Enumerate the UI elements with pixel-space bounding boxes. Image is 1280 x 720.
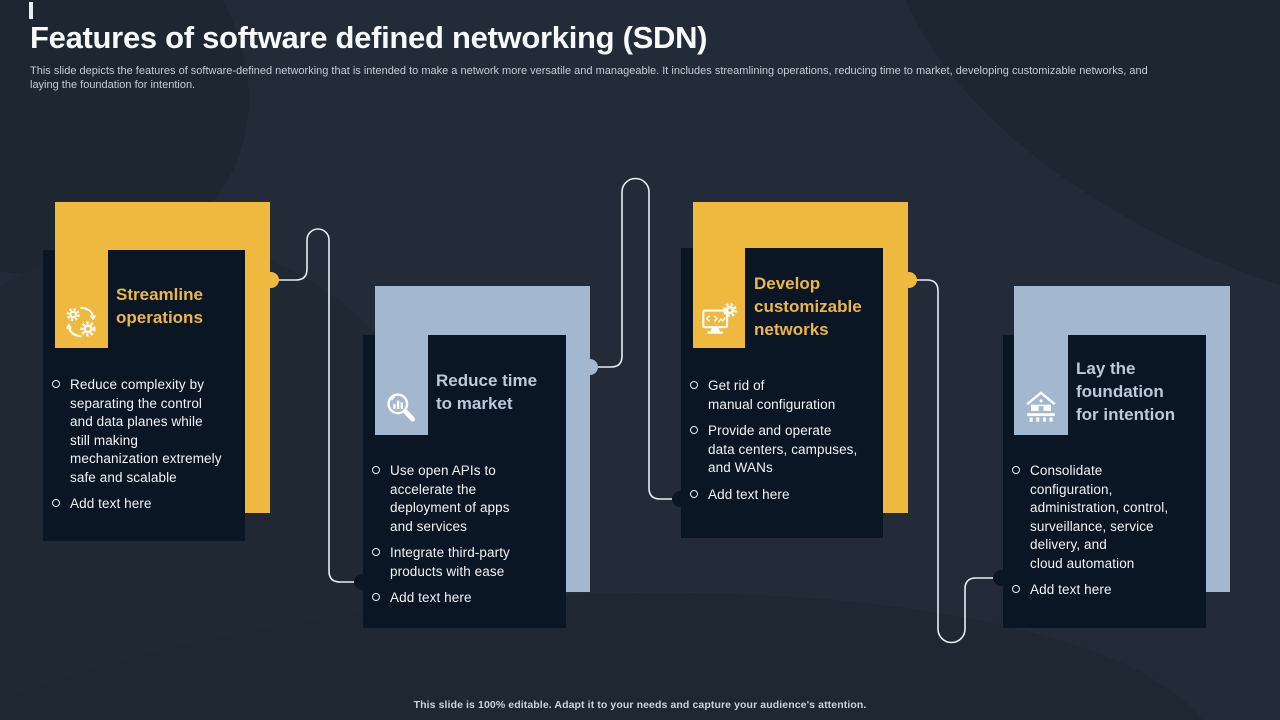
bullet-text: Consolidate configuration, administratio… bbox=[1030, 463, 1169, 571]
bullet-marker bbox=[690, 381, 698, 389]
bullet-text: Integrate third-party products with ease bbox=[390, 545, 510, 579]
card-title: Reduce time to market bbox=[436, 371, 538, 413]
card-icon-tile bbox=[55, 250, 108, 348]
bullet-item: Provide and operate data centers, campus… bbox=[690, 422, 882, 478]
bullet-list: Reduce complexity by separating the cont… bbox=[52, 376, 237, 522]
footer-note: This slide is 100% editable. Adapt it to… bbox=[413, 699, 867, 711]
card-title: Lay the foundation for intention bbox=[1076, 359, 1176, 424]
bullet-item: Use open APIs to accelerate the deployme… bbox=[372, 462, 560, 536]
connector-3 bbox=[909, 279, 1001, 644]
bullet-item: Add text here bbox=[690, 486, 882, 505]
bullet-item: Reduce complexity by separating the cont… bbox=[52, 376, 237, 487]
bullet-marker bbox=[372, 593, 380, 601]
bullet-item: Consolidate configuration, administratio… bbox=[1012, 462, 1204, 573]
card-title: Streamline operations bbox=[116, 285, 203, 327]
bullet-marker bbox=[690, 426, 698, 434]
bullet-text: Add text here bbox=[1030, 582, 1112, 597]
bullet-text: Get rid of manual configuration bbox=[708, 378, 836, 412]
market-magnifier-icon bbox=[387, 393, 416, 422]
bullet-text: Add text here bbox=[390, 590, 472, 605]
process-gears-icon bbox=[65, 306, 97, 338]
bullet-marker bbox=[690, 489, 698, 498]
bullet-item: Add text here bbox=[372, 589, 560, 608]
title-accent-bar bbox=[29, 2, 33, 19]
page-title: Features of software defined networking … bbox=[30, 20, 708, 55]
custom-network-monitor-icon bbox=[702, 303, 737, 334]
bullet-item: Add text here bbox=[52, 495, 237, 514]
card-icon-tile bbox=[1014, 335, 1068, 435]
bullet-marker bbox=[52, 499, 60, 507]
bullet-marker bbox=[1012, 466, 1020, 474]
bullet-text: Provide and operate data centers, campus… bbox=[708, 423, 858, 475]
bullet-text: Use open APIs to accelerate the deployme… bbox=[390, 463, 510, 534]
card-icon-tile bbox=[375, 335, 428, 435]
bullet-item: Get rid of manual configuration bbox=[690, 377, 882, 414]
bullet-text: Add text here bbox=[708, 486, 790, 502]
bullet-list: Get rid of manual configuration Provide … bbox=[690, 377, 882, 512]
bullet-list: Use open APIs to accelerate the deployme… bbox=[372, 462, 560, 616]
bullet-marker bbox=[1012, 585, 1020, 593]
page-subtitle: This slide depicts the features of softw… bbox=[30, 65, 1148, 91]
foundation-house-icon bbox=[1026, 391, 1056, 422]
bullet-text: Reduce complexity by separating the cont… bbox=[70, 377, 222, 485]
card-icon-tile bbox=[693, 248, 745, 348]
bullet-item: Add text here bbox=[1012, 581, 1204, 600]
card-title: Develop customizable networks bbox=[754, 274, 862, 339]
bullet-text: Add text here bbox=[70, 496, 152, 511]
bullet-list: Consolidate configuration, administratio… bbox=[1012, 462, 1204, 608]
bullet-marker bbox=[372, 548, 380, 556]
bullet-item: Integrate third-party products with ease bbox=[372, 544, 560, 581]
bullet-marker bbox=[372, 466, 380, 474]
connector-2 bbox=[590, 177, 680, 500]
bullet-marker bbox=[52, 380, 60, 388]
